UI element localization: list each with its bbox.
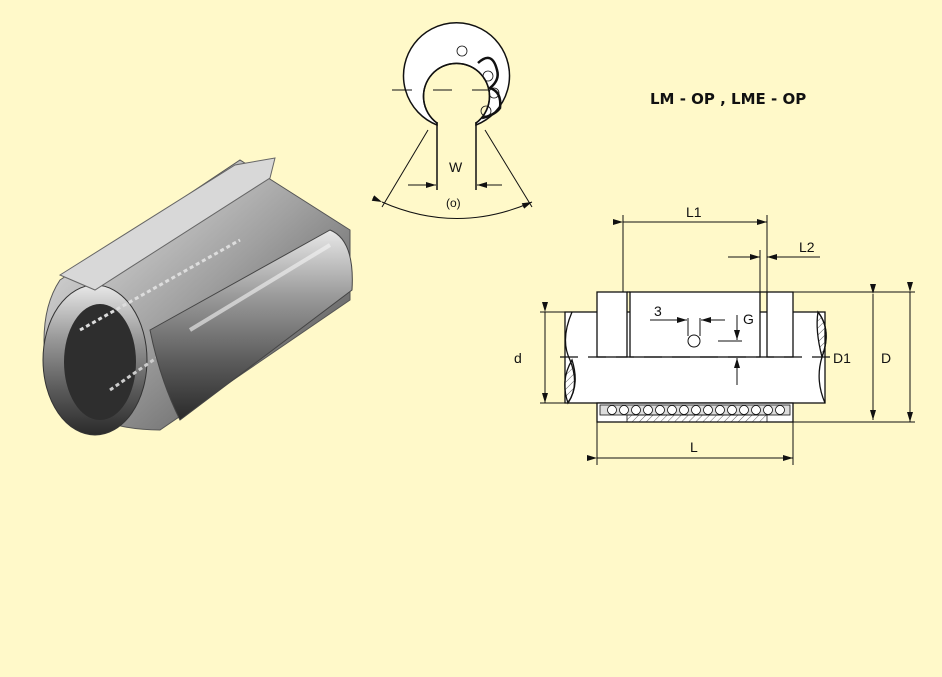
bearing-photo (42, 157, 353, 436)
dimension-d: d (514, 350, 522, 366)
angle-label: (o) (446, 196, 461, 210)
cross-section-view (371, 22, 533, 219)
side-section-view (540, 215, 915, 465)
dimension-L1: L1 (686, 204, 702, 220)
dimension-G: G (743, 311, 754, 327)
dimension-D1: D1 (833, 350, 851, 366)
dimension-groove: 3 (654, 303, 662, 319)
dimension-L2: L2 (799, 239, 815, 255)
width-label: W (449, 159, 463, 175)
ball-row (607, 405, 785, 415)
dimension-D: D (881, 350, 891, 366)
product-title: LM - OP , LME - OP (650, 90, 807, 108)
dimension-L: L (690, 439, 698, 455)
